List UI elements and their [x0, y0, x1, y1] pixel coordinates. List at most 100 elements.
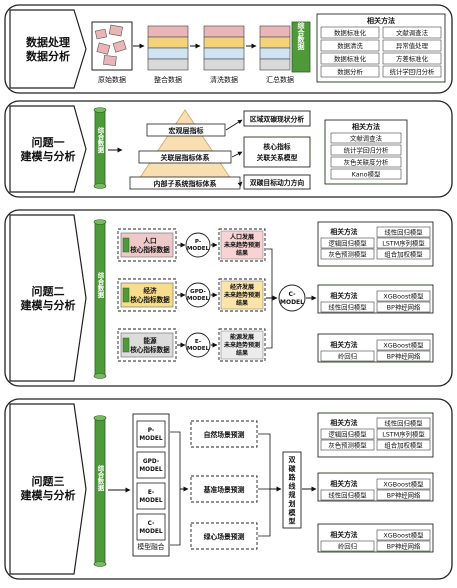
s2-methods-header: 相关方法	[352, 122, 380, 131]
raw-fragment	[112, 39, 127, 53]
s1-method-2-a-cell	[320, 52, 380, 65]
s4-vertical-char-5: 划	[289, 499, 296, 508]
s1-method-2-a: 数据标准化	[334, 54, 367, 63]
s3-methods-item-0-3: 灰色预测模型	[328, 249, 367, 258]
s2-box-current-label: 区域双碳现状分析	[250, 115, 305, 124]
s2-box-core-line1: 核心指标	[263, 142, 290, 151]
s1-method-3-b: 统计学回归分析	[390, 67, 435, 76]
s1-method-1-a-cell	[320, 39, 380, 52]
s4-methods-item-0-0-cell	[376, 417, 431, 429]
s4-methods-item-2-1-cell	[320, 540, 375, 552]
s3-model-label-2-1: MODEL	[187, 346, 210, 352]
s2-method-3: Kano模型	[352, 169, 381, 178]
section-titles: 数据处理 数据分析 问题一 建模与分析 问题二 建模与分析 问题三 建模与分析	[21, 35, 76, 502]
s1-method-0-b: 文献调查法	[396, 28, 429, 37]
s4-methods-item-0-0: 线性回归模型	[384, 418, 423, 427]
s3-model-circle-1	[185, 282, 211, 308]
s4-scenario-green	[190, 522, 258, 550]
s3-methods-item-0-1-cell	[320, 237, 375, 249]
s4-model-box-2	[136, 482, 166, 510]
s4-model-label-1-0: GPD-	[143, 459, 160, 465]
s4-scenario-natural	[190, 420, 258, 448]
s4-methods-item-2-0-cell	[376, 529, 431, 541]
s4-scenario-green-label: 绿心场景预测	[204, 532, 245, 541]
pyramid-label-3: 内部子系统指标体系	[154, 179, 217, 188]
s3-title-line2: 建模与分析	[21, 298, 76, 312]
s3-chevron	[9, 214, 87, 382]
s1-method-3-a: 数据分析	[337, 67, 363, 76]
s3-methods-header-0: 相关方法	[330, 227, 357, 236]
s4-methods-item-0-1-cell	[320, 428, 375, 440]
raw-fragment	[96, 42, 111, 55]
s3-c-model-line2: MODEL	[280, 299, 304, 306]
s1-method-1-a: 数据清洗	[337, 41, 363, 50]
s4-methods-item-0-4-cell	[376, 439, 431, 451]
stage-label-raw: 原始数据	[98, 75, 126, 84]
s4-vertical-char-4: 规	[289, 490, 296, 499]
s4-methods-item-0-4: 组合加权模型	[384, 440, 423, 449]
integrated-data-stack	[147, 25, 189, 71]
s4-methods-item-1-0-cell	[376, 478, 431, 490]
pyramid-layer-1	[146, 123, 226, 137]
s3-methods-item-0-0-cell	[376, 226, 431, 238]
s3-result-label-2-0: 能源发展	[230, 333, 254, 341]
s2-box-core	[243, 136, 311, 168]
s2-method-3-cell	[330, 168, 402, 180]
s4-methods-item-0-1: 逻辑回归模型	[328, 429, 367, 438]
s3-input-fill-2	[120, 332, 174, 358]
s4-methods-item-1-0: XGBoost模型	[383, 479, 424, 488]
s4-methods-item-1-1-cell	[320, 489, 375, 501]
s4-title-line2: 建模与分析	[21, 488, 76, 502]
s2-connectors	[225, 119, 243, 187]
s3-methods-item-0-1: 逻辑回归模型	[328, 238, 367, 247]
s4-methods-item-0-2: LSTM序列模型	[382, 429, 425, 438]
s3-model-circle-0	[185, 232, 211, 258]
s2-method-0: 文献调查法	[350, 133, 383, 142]
s3-input-scroll-icon-0	[122, 237, 130, 253]
s2-boxes: 区域双碳现状分析 核心指标 关联关系模型 双碳目标动力方向	[243, 110, 311, 190]
s1-method-2-b-cell	[382, 52, 442, 65]
s4-vertical-char-1: 碳	[289, 464, 297, 473]
s4-model-box-1	[136, 451, 166, 479]
s3-input-fill-1	[120, 282, 174, 308]
s3-methods-item-0-3-cell	[320, 248, 375, 260]
raw-fragment	[103, 55, 117, 66]
s4-fusion-label: 模型融合	[137, 542, 164, 551]
s3-input-label-2-0: 能源	[143, 336, 157, 345]
s2-box-target	[243, 174, 311, 190]
s4-model-label-3-1: MODEL	[139, 529, 162, 535]
s3-model-label-2-0: E-	[195, 339, 202, 345]
s3-methods-item-2-0-cell	[376, 339, 431, 351]
s3-result-label-0-1: 未来趋势预测	[224, 241, 260, 249]
s3-input-scroll-icon-1	[122, 287, 130, 303]
s3-methods-header-1: 相关方法	[330, 291, 357, 300]
s3-input-label-1-1: 核心指标数据	[130, 295, 170, 304]
s4-vertical-char-7: 型	[289, 517, 296, 526]
s3-methods-item-2-2-cell	[376, 350, 431, 362]
s3-model-label-0-1: MODEL	[187, 246, 210, 252]
s2-scroll-label: 综合数据	[96, 126, 105, 155]
s2-method-2: 灰色关联度分析	[344, 157, 389, 166]
s1-summary-label: 综合数据	[297, 21, 306, 51]
s4-brackets	[170, 431, 189, 546]
s1-method-0-a: 数据标准化	[334, 28, 367, 37]
s2-method-1-cell	[330, 144, 402, 156]
stage-label-cleaned: 清洗数据	[210, 75, 238, 84]
s2-chevron	[9, 105, 87, 193]
s3-methods-item-1-0-cell	[376, 290, 431, 302]
s1-method-2-b: 方差标准化	[396, 54, 429, 63]
s3-model-label-0-0: P-	[195, 239, 202, 245]
s2-method-2-cell	[330, 156, 402, 168]
s2-scroll: 综合数据	[93, 107, 107, 189]
s3-result-fill-2	[220, 330, 264, 360]
s1-method-1-b-cell	[382, 39, 442, 52]
s3-c-model: C- MODEL	[278, 284, 306, 312]
s4-model-box-3	[136, 513, 166, 541]
s4-methods-header-1: 相关方法	[330, 479, 357, 488]
s4-methods-item-2-1: 岭回归	[338, 541, 357, 550]
s4-model-label-2-0: E-	[148, 490, 155, 496]
